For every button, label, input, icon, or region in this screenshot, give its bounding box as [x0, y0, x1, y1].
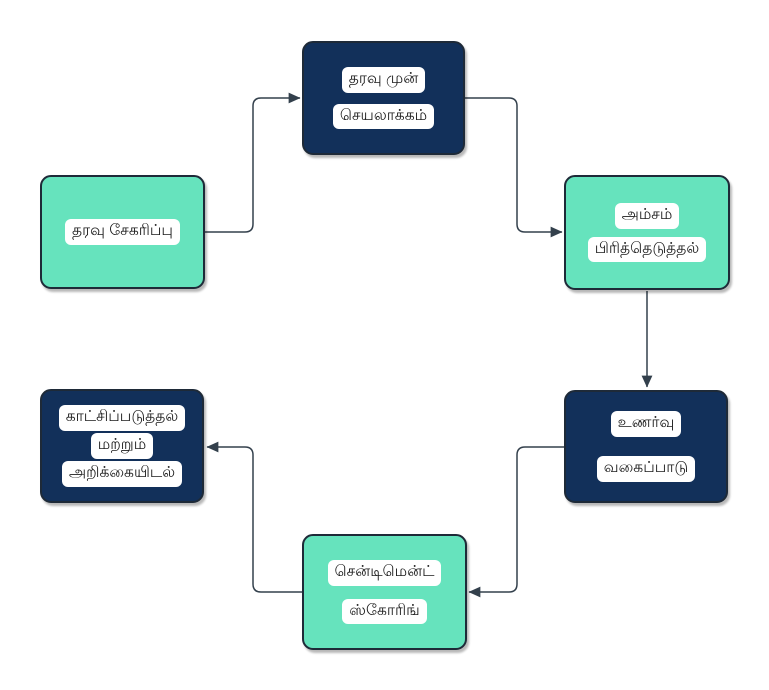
node-label: காட்சிப்படுத்தல்: [58, 405, 186, 432]
node-label: சென்டிமென்ட்: [327, 559, 442, 586]
node-label: மற்றும்: [90, 433, 154, 459]
node-label: ஸ்கோரிங்: [342, 598, 427, 625]
node-label: அறிக்கையிடல்: [61, 460, 183, 487]
node-visualization-reporting[interactable]: காட்சிப்படுத்தல் மற்றும் அறிக்கையிடல்: [40, 389, 204, 503]
node-sentiment-classification[interactable]: உணர்வு வகைப்பாடு: [564, 390, 728, 503]
node-sentiment-scoring[interactable]: சென்டிமென்ட் ஸ்கோரிங்: [302, 534, 467, 650]
node-label: உணர்வு: [610, 411, 682, 437]
edge-collection-to-preprocessing[interactable]: [205, 92, 301, 233]
node-label: செயலாக்கம்: [332, 103, 435, 130]
edge-scoring-to-visualization[interactable]: [206, 441, 302, 593]
edge-classification-to-scoring[interactable]: [468, 446, 564, 598]
node-label: தரவு சேகரிப்பு: [65, 219, 180, 245]
node-label: அம்சம்: [614, 202, 680, 229]
node-label: தரவு முன்: [341, 66, 426, 93]
node-label: வகைப்பாடு: [596, 456, 696, 482]
node-label: பிரித்தெடுத்தல்: [587, 236, 707, 263]
node-data-collection[interactable]: தரவு சேகரிப்பு: [40, 175, 205, 289]
edge-preprocessing-to-extraction[interactable]: [465, 97, 563, 238]
node-data-preprocessing[interactable]: தரவு முன் செயலாக்கம்: [302, 41, 465, 155]
node-feature-extraction[interactable]: அம்சம் பிரித்தெடுத்தல்: [564, 175, 730, 290]
